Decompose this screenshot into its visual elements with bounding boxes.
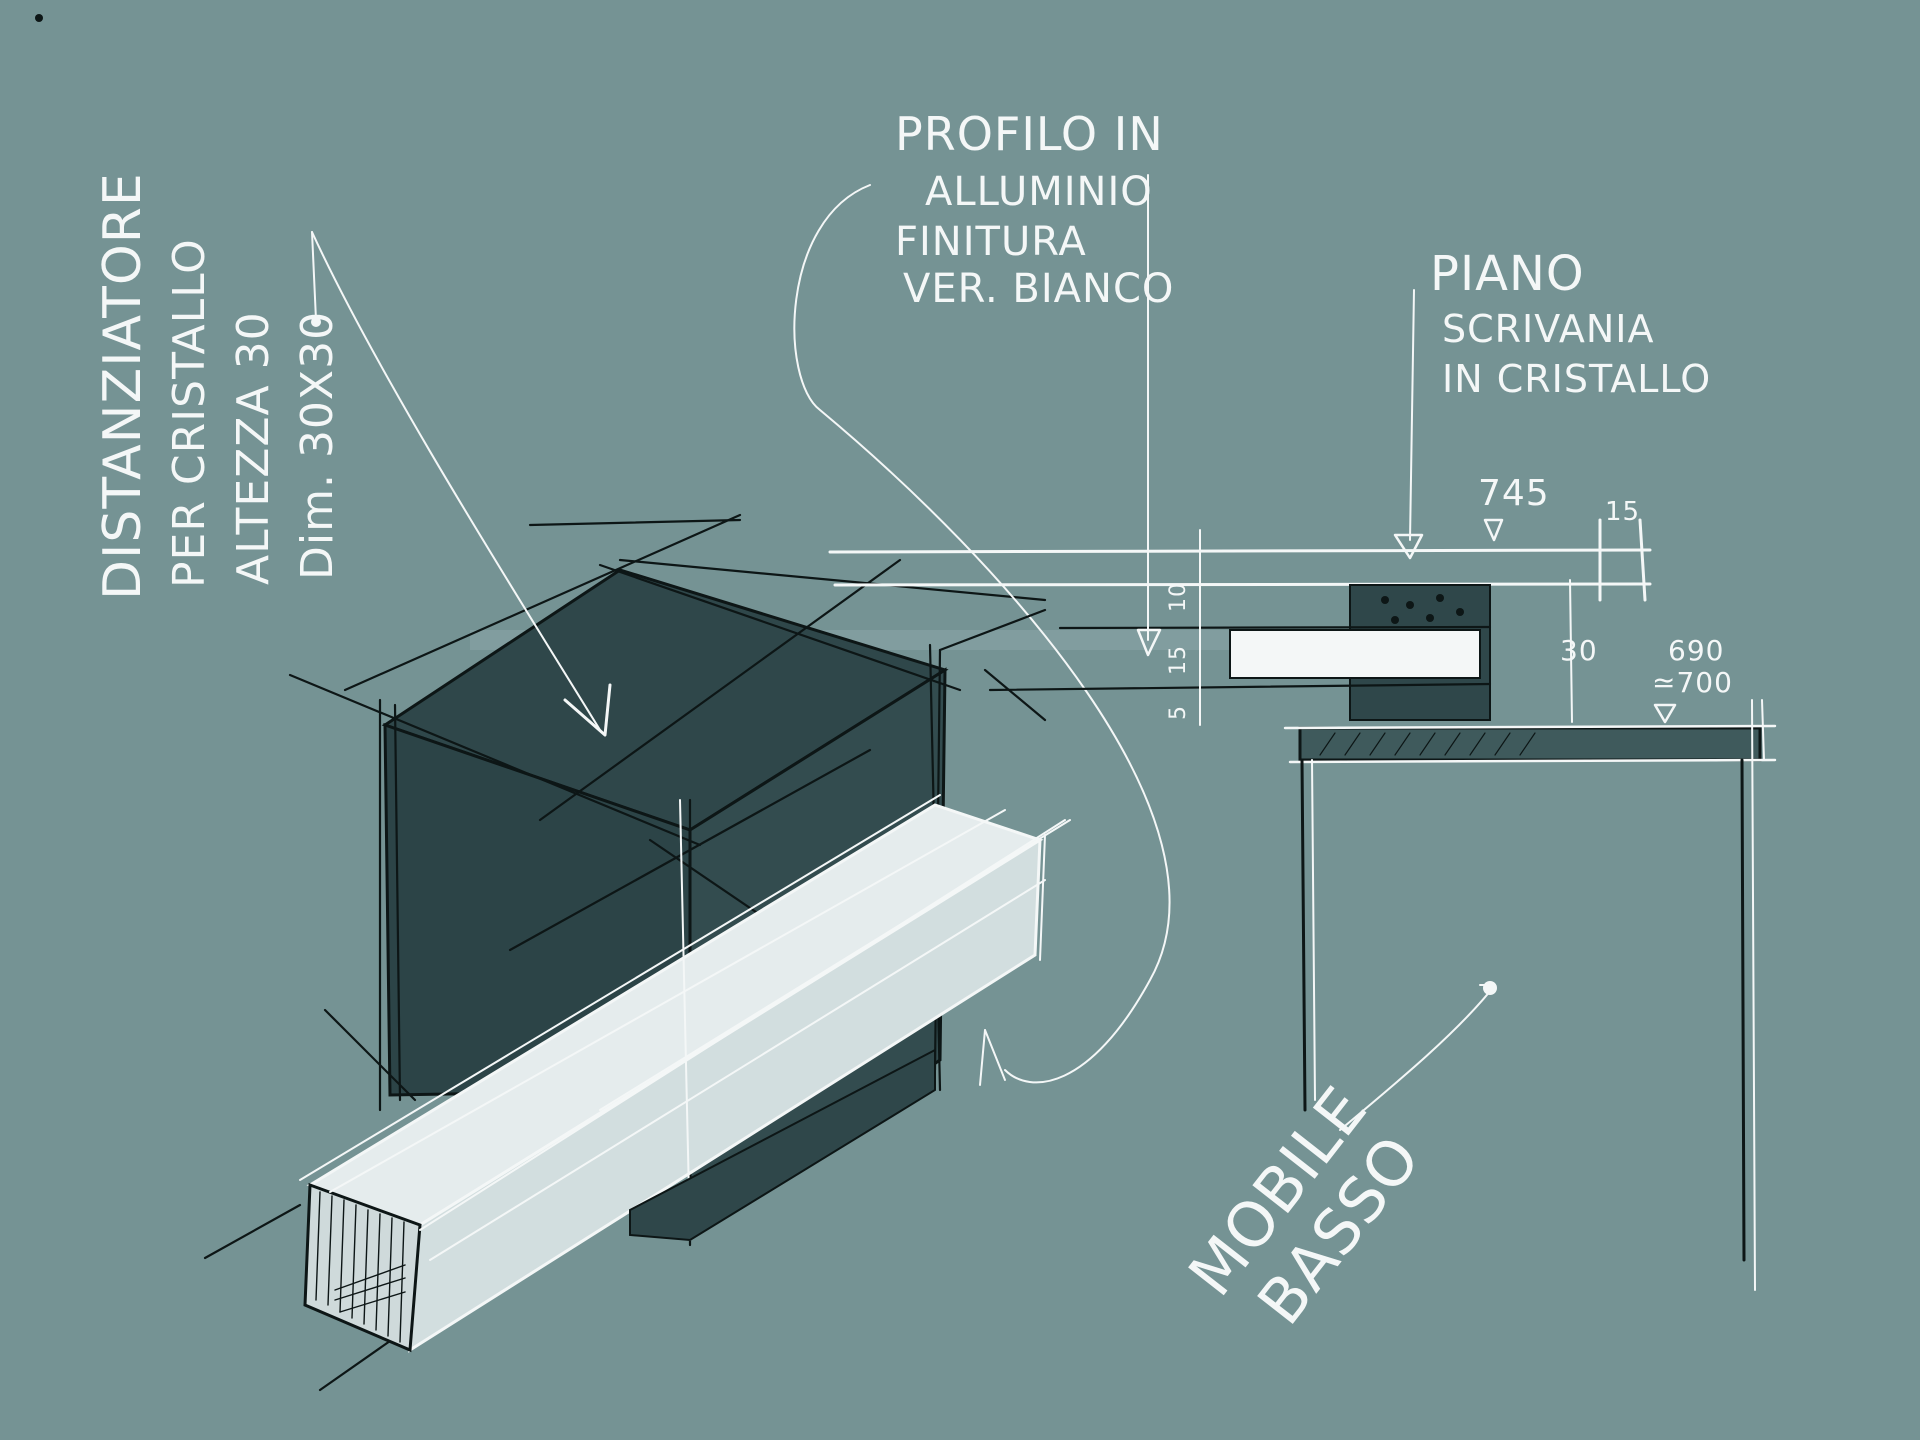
mobile-legs (1300, 699, 1765, 1291)
profile-section-lines (938, 608, 1492, 722)
profile-leader-line (793, 184, 1171, 1084)
profilo-line2: ALLUMINIO (925, 169, 1153, 215)
profile-sketch-lines (299, 794, 1071, 1261)
leader-dot (311, 317, 321, 327)
profilo-line4: VER. BIANCO (903, 266, 1174, 312)
dim-690: 690 (1668, 634, 1724, 667)
section-leaders (1147, 174, 1573, 1131)
arrow-piano (1393, 533, 1424, 560)
aluminium-profile (1229, 629, 1481, 679)
label-profilo: PROFILO IN ALLUMINIO FINITURA VER. BIANC… (895, 107, 1174, 312)
piano-line2: SCRIVANIA (1442, 307, 1654, 351)
dimension-labels: 745 15 30 690 ≃700 10 15 5 (1166, 473, 1733, 720)
distanziatore-line3: ALTEZZA 30 (228, 311, 279, 585)
mobile-top-outline (1283, 724, 1777, 764)
label-distanziatore: DISTANZIATORE PER CRISTALLO ALTEZZA 30 D… (93, 172, 343, 600)
arrow-690 (1653, 703, 1677, 724)
profilo-line3: FINITURA (895, 219, 1087, 265)
spacer-leader-line (311, 231, 601, 731)
distanziatore-line2: PER CRISTALLO (164, 238, 215, 588)
distanziatore-line1: DISTANZIATORE (93, 172, 153, 600)
profilo-line1: PROFILO IN (895, 107, 1164, 161)
dim-30: 30 (1560, 634, 1598, 667)
spacer-dots (1381, 594, 1464, 624)
glass-desk-plane (828, 518, 1652, 602)
profile-end-hatch (315, 1191, 406, 1343)
dim-700: ≃700 (1652, 666, 1733, 699)
distanziatore-line4: Dim. 30X30 (292, 311, 343, 580)
mobile-basso-top (1298, 726, 1762, 762)
ink-dot (35, 14, 43, 22)
arrow-745 (1483, 518, 1504, 542)
piano-line3: IN CRISTALLO (1442, 357, 1711, 401)
dim-745: 745 (1478, 473, 1550, 514)
bottom-bracket (629, 1048, 936, 1242)
dim-10: 10 (1166, 582, 1191, 612)
section-drawing (828, 174, 1777, 1291)
label-piano: PIANO SCRIVANIA IN CRISTALLO (1430, 246, 1711, 401)
isometric-sketch (203, 184, 1290, 1392)
leader-tick (311, 231, 317, 321)
piano-line1: PIANO (1430, 246, 1585, 302)
dim-15-mid: 15 (1166, 645, 1191, 675)
mobile-leader-dot (1483, 981, 1497, 995)
spacer-arrowhead (563, 683, 612, 737)
label-mobile-basso: MOBILE BASSO (1174, 1073, 1434, 1338)
arrow-profilo (1136, 628, 1162, 657)
dim-5: 5 (1166, 705, 1191, 720)
mobile-top-hatch (1319, 732, 1536, 756)
dim-15-top: 15 (1605, 497, 1640, 527)
